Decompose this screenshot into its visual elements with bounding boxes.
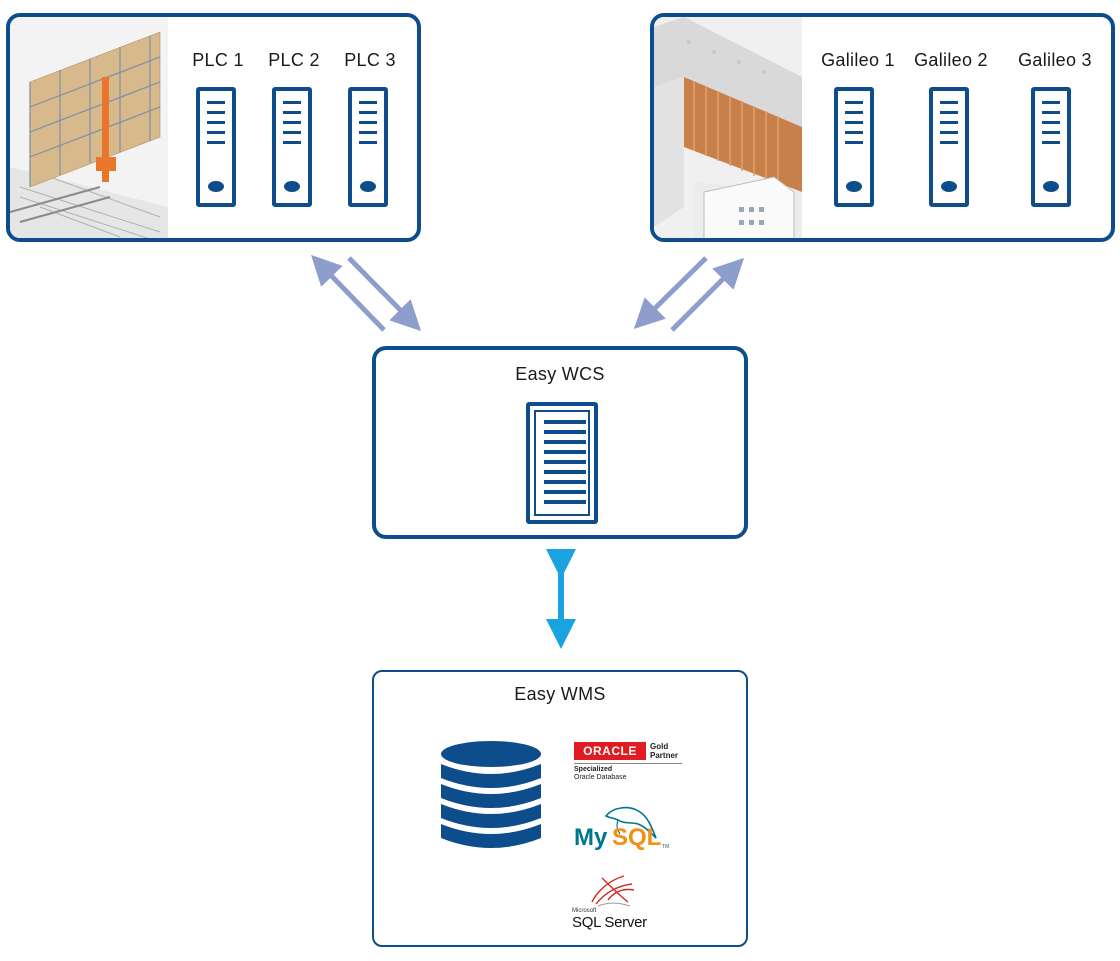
wms-title: Easy WMS bbox=[514, 684, 606, 704]
wcs-title: Easy WCS bbox=[515, 364, 605, 384]
galileo-2-label: Galileo 2 bbox=[914, 50, 988, 70]
server-icon bbox=[834, 87, 874, 207]
server-icon bbox=[196, 87, 236, 207]
galileo-group-box: Galileo 1 Galileo 2 Galileo 3 bbox=[650, 13, 1115, 242]
wcs-box: Easy WCS bbox=[372, 346, 748, 539]
plc-2-label: PLC 2 bbox=[268, 50, 320, 70]
server-icon bbox=[348, 87, 388, 207]
server-icon bbox=[1031, 87, 1071, 207]
arrow-wcs-to-plc bbox=[311, 254, 386, 332]
arrow-wcs-to-galileo bbox=[670, 257, 745, 332]
server-icon bbox=[929, 87, 969, 207]
server-icon bbox=[526, 402, 598, 524]
mysql-tm: TM bbox=[662, 844, 670, 850]
sql-server-logo: Microsoft SQL Server bbox=[570, 872, 660, 932]
plc-group-box: PLC 1 PLC 2 PLC 3 bbox=[6, 13, 421, 242]
oracle-badge-line1: Gold bbox=[650, 742, 669, 751]
mysql-brand-sql: SQL bbox=[612, 824, 662, 851]
wms-box: Easy WMS ORACLE Gold Partner Specialized… bbox=[372, 670, 748, 947]
plc-1-label: PLC 1 bbox=[192, 50, 244, 70]
oracle-spec-line1: Specialized bbox=[574, 766, 613, 773]
arrow-plc-to-wcs bbox=[347, 256, 422, 332]
sql-server-swirl-icon bbox=[591, 875, 635, 907]
oracle-brand: ORACLE bbox=[574, 742, 646, 760]
warehouse-racks-photo bbox=[10, 17, 168, 238]
sql-server-brand: SQL Server bbox=[572, 914, 647, 931]
dolphin-icon bbox=[604, 806, 657, 839]
plc-3-label: PLC 3 bbox=[344, 50, 396, 70]
mysql-logo: My SQL TM bbox=[574, 802, 674, 852]
oracle-spec-line2: Oracle Database bbox=[574, 774, 627, 781]
server-icon bbox=[272, 87, 312, 207]
oracle-gold-partner-logo: ORACLE Gold Partner Specialized Oracle D… bbox=[574, 742, 686, 786]
galileo-3-label: Galileo 3 bbox=[1018, 50, 1092, 70]
arrow-galileo-to-wcs bbox=[633, 256, 708, 330]
galileo-1-label: Galileo 1 bbox=[821, 50, 895, 70]
oracle-badge-line2: Partner bbox=[650, 751, 679, 760]
database-icon bbox=[441, 741, 541, 848]
warehouse-building-photo bbox=[654, 17, 802, 238]
mysql-brand-my: My bbox=[574, 824, 608, 851]
sql-server-microsoft: Microsoft bbox=[572, 908, 597, 914]
